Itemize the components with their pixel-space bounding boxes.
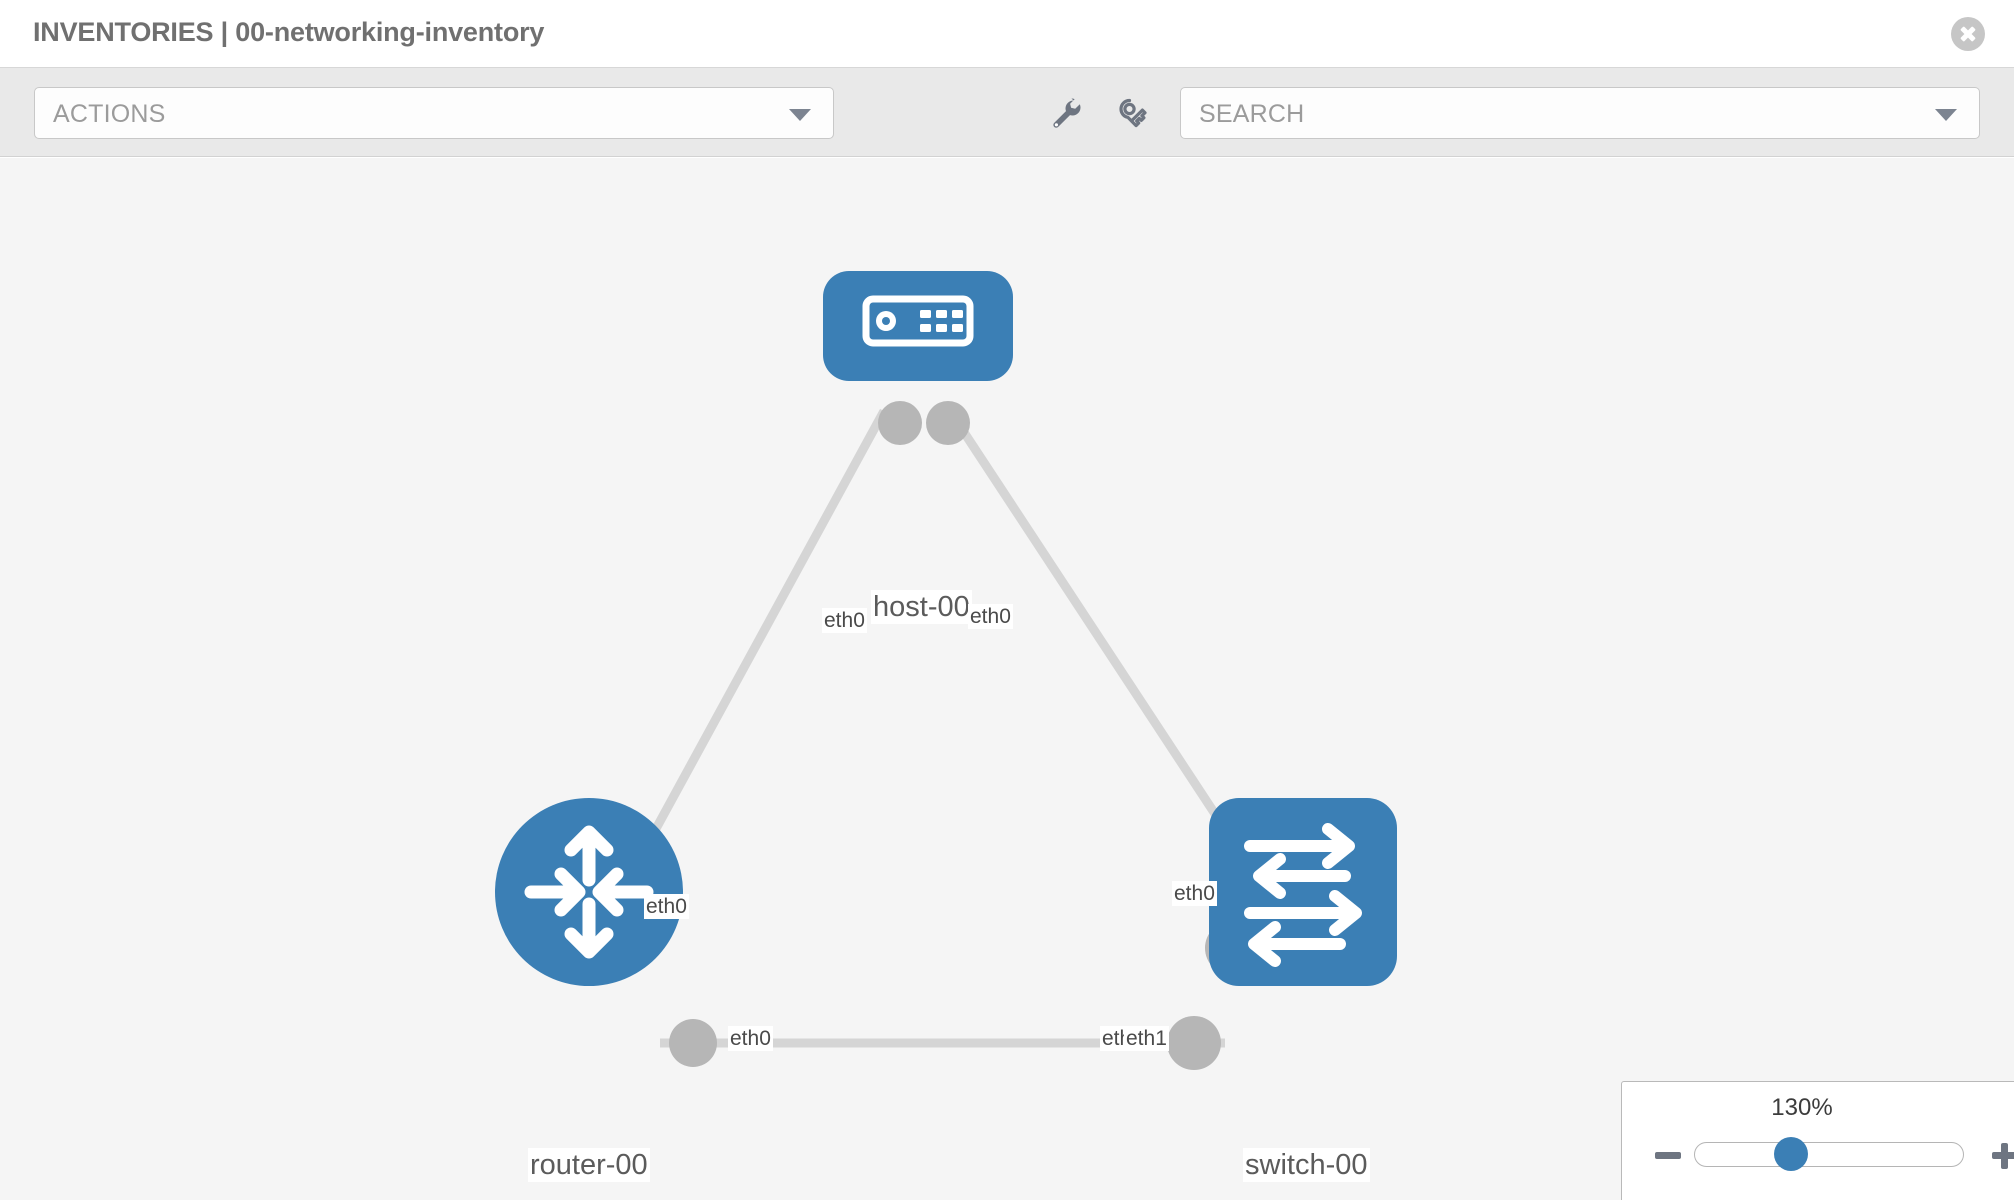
topology-connectors [669, 401, 1259, 1070]
iface-label-router00-eth0: eth0 [728, 1026, 773, 1051]
close-icon[interactable] [1951, 17, 1985, 51]
page-title: INVENTORIES | 00-networking-inventory [33, 17, 545, 47]
connector-switch00-eth1 [1167, 1016, 1221, 1070]
toolbar: ACTIONS SEARCH [0, 68, 2014, 157]
zoom-control-panel: 130% [1621, 1081, 2014, 1200]
node-router-00 [495, 798, 683, 986]
server-icon-details [876, 310, 963, 332]
link-host00-router00 [636, 408, 888, 861]
node-switch-00-body [1209, 798, 1397, 986]
link-host00-switch00 [946, 408, 1248, 861]
zoom-in-button[interactable] [1990, 1140, 2014, 1170]
node-router-00-body [495, 798, 683, 986]
search-input[interactable]: SEARCH [1180, 87, 1980, 139]
node-switch-00 [1209, 798, 1397, 986]
iface-label-switch00-eth0-uplink: eth0 [1172, 881, 1217, 906]
zoom-out-button[interactable] [1653, 1140, 1683, 1170]
node-label-switch-00: switch-00 [1243, 1148, 1370, 1182]
topology-canvas[interactable]: host-00 router-00 switch-00 eth0 eth0 et… [0, 158, 2014, 1200]
server-icon [862, 295, 974, 347]
window-header: INVENTORIES | 00-networking-inventory [0, 0, 2014, 68]
zoom-slider-thumb[interactable] [1774, 1137, 1808, 1171]
actions-dropdown-label: ACTIONS [53, 100, 166, 128]
iface-label-router00-eth0-uplink: eth0 [644, 894, 689, 919]
node-host-00 [823, 271, 1013, 381]
chevron-down-icon [1935, 109, 1957, 121]
zoom-percent-label: 130% [1771, 1094, 1833, 1121]
router-icon [524, 825, 654, 959]
wrench-icon[interactable] [1046, 94, 1086, 134]
switch-icon [1244, 823, 1362, 967]
actions-dropdown[interactable]: ACTIONS [34, 87, 834, 139]
iface-label-switch00-eth1: eth1 [1124, 1026, 1169, 1051]
connector-router00-eth0 [669, 1019, 717, 1067]
chevron-down-icon [789, 109, 811, 121]
connector-host00-eth0-left [878, 401, 922, 445]
search-input-value: SEARCH [1199, 100, 1305, 128]
node-label-router-00: router-00 [528, 1148, 650, 1182]
node-host-00-body [823, 271, 1013, 381]
connector-host00-eth0-right [926, 401, 970, 445]
iface-label-host00-eth0-right: eth0 [968, 604, 1013, 629]
node-label-host-00: host-00 [871, 590, 972, 624]
iface-label-host00-eth0-left: eth0 [822, 608, 867, 633]
topology-links [636, 408, 1248, 1048]
zoom-slider-track[interactable] [1694, 1142, 1964, 1167]
key-icon[interactable] [1114, 94, 1154, 134]
